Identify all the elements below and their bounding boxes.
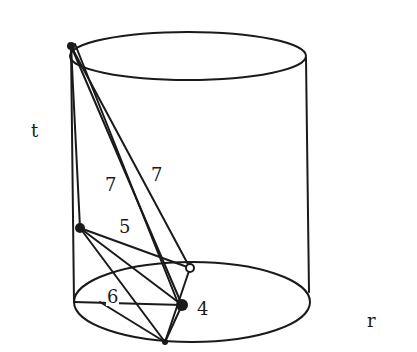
point bbox=[67, 42, 75, 50]
point bbox=[75, 223, 85, 233]
point bbox=[186, 264, 194, 272]
dimension-label: r bbox=[366, 312, 377, 330]
dimension-label: 6 bbox=[106, 288, 119, 306]
segment bbox=[80, 228, 182, 305]
right-side bbox=[306, 58, 309, 292]
dimension-label: 7 bbox=[150, 166, 163, 184]
segment bbox=[80, 228, 190, 268]
bottom-ellipse bbox=[74, 262, 310, 342]
segment bbox=[71, 46, 80, 228]
top-ellipse bbox=[70, 32, 306, 80]
segment bbox=[165, 268, 190, 342]
segment bbox=[165, 305, 182, 342]
radius-line bbox=[74, 302, 182, 305]
dimension-label: 4 bbox=[196, 300, 209, 318]
segment bbox=[80, 228, 165, 342]
dimension-label: 7 bbox=[104, 176, 117, 194]
segment bbox=[100, 302, 165, 342]
point bbox=[176, 299, 188, 311]
dimension-label: 5 bbox=[118, 218, 131, 236]
dimension-label: t bbox=[30, 122, 39, 140]
point bbox=[162, 339, 168, 345]
